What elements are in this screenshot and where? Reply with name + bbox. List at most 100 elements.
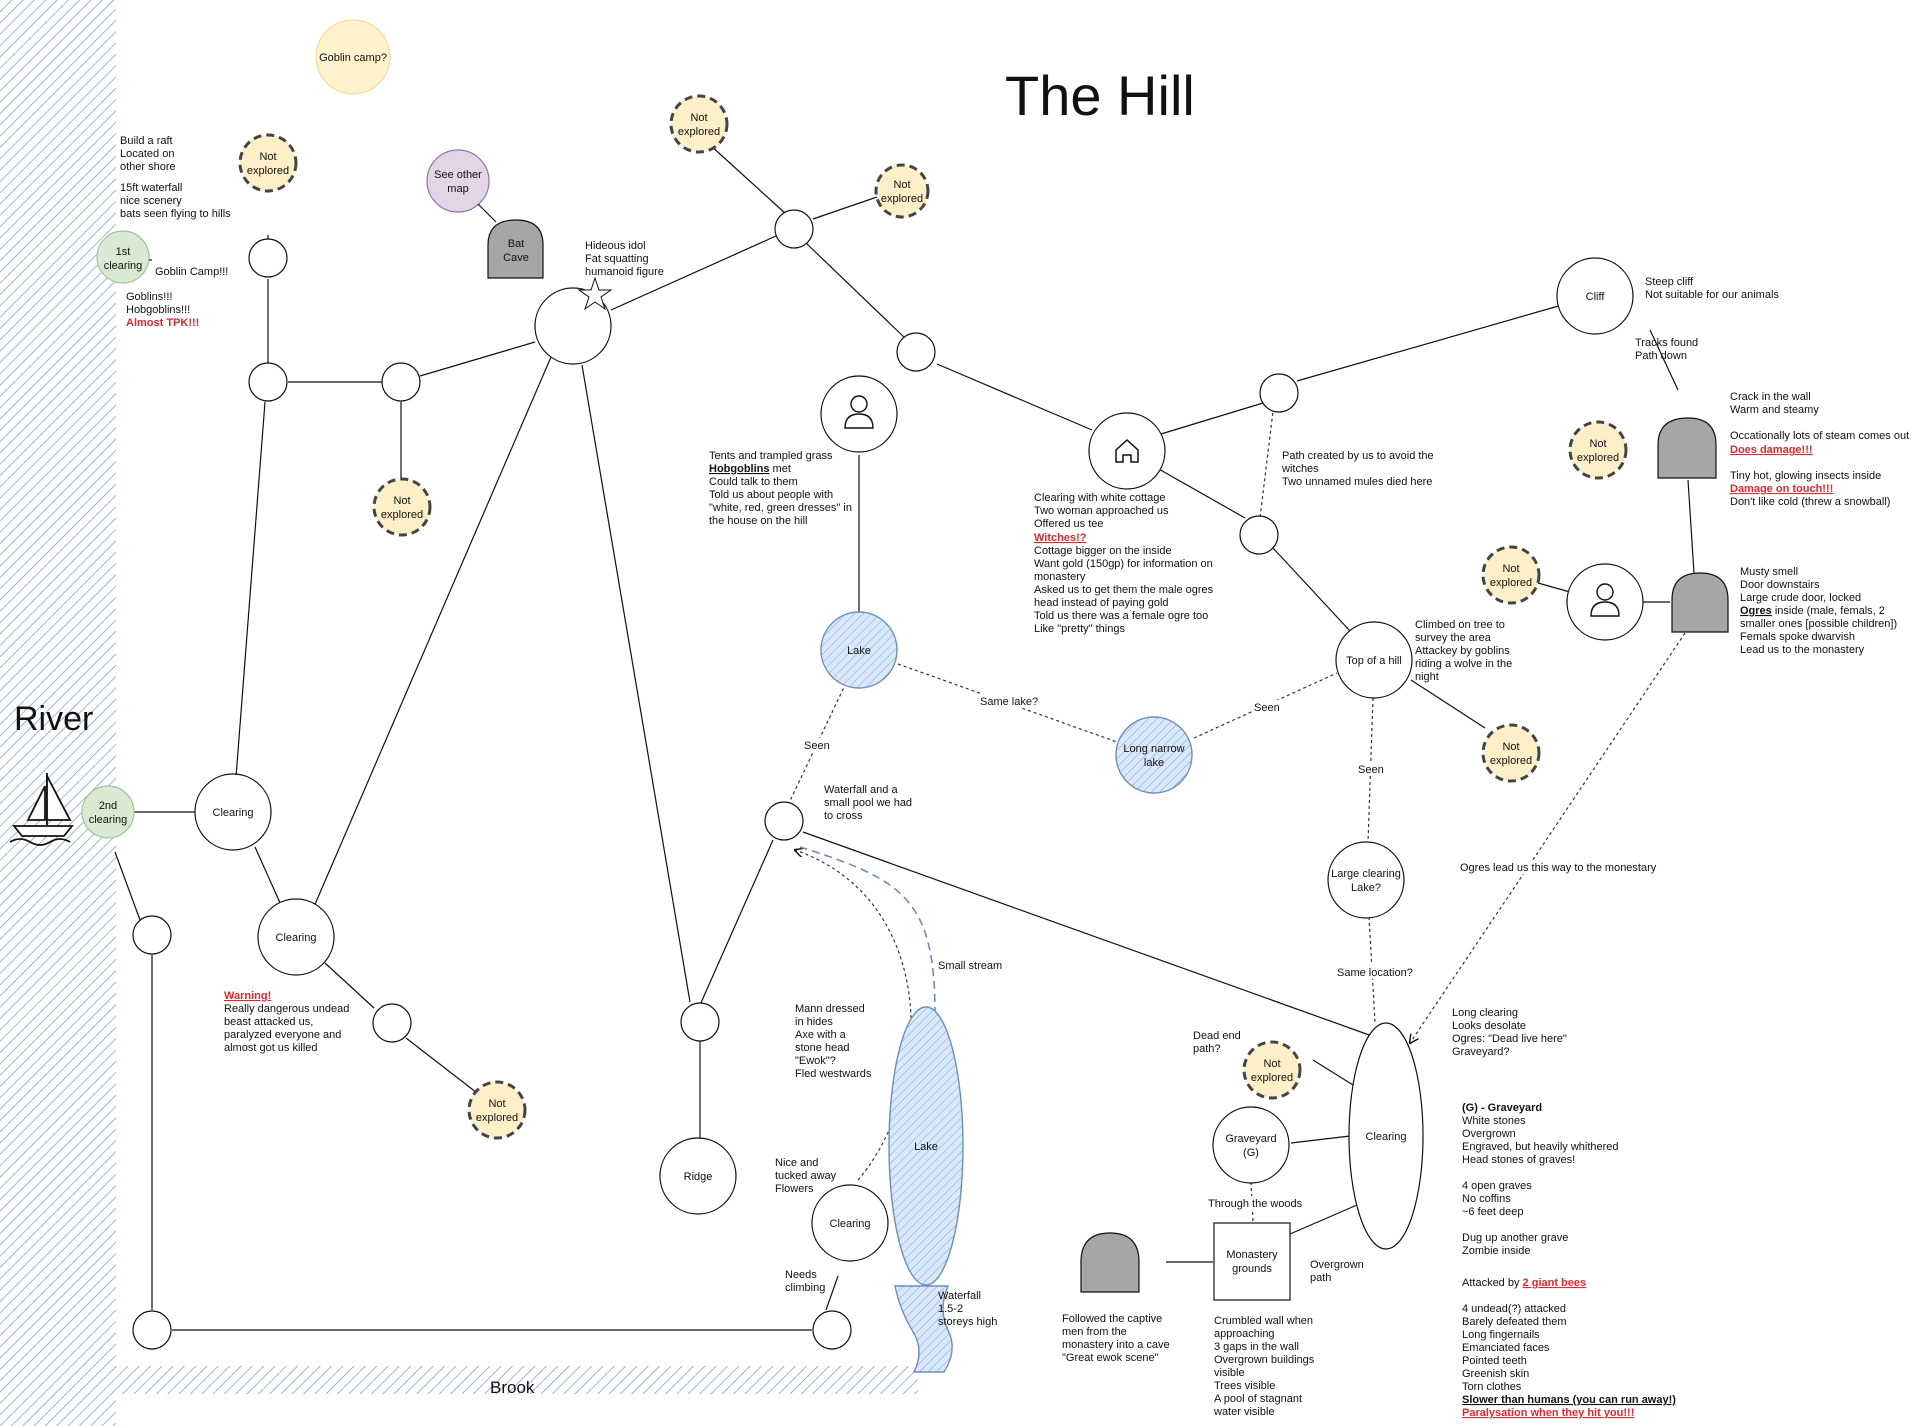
junction-node[interactable] (132, 1310, 172, 1350)
junction-node[interactable] (248, 238, 288, 278)
svg-text:Clearing: Clearing (276, 932, 317, 944)
long-clearing-node[interactable]: Clearing (1348, 1022, 1424, 1250)
long-narrow-lake-node[interactable]: Long narrow lake (1115, 716, 1193, 794)
not-explored-node[interactable]: Not explored (238, 133, 298, 193)
svg-text:Does damage!!!: Does damage!!! (1730, 444, 1813, 456)
svg-text:map: map (447, 183, 468, 195)
idol-node[interactable] (534, 276, 613, 365)
svg-text:smaller ones [possible childre: smaller ones [possible children]) Femals… (1740, 618, 1900, 656)
svg-text:Hobgoblins met: Hobgoblins met (709, 463, 791, 475)
svg-text:explored: explored (1490, 755, 1532, 767)
big-lake-node[interactable]: Lake (888, 1006, 964, 1286)
clearing-node[interactable]: Clearing (257, 898, 335, 976)
steam-cave-node[interactable] (1657, 417, 1717, 479)
junction-node[interactable] (381, 362, 421, 402)
junction-node[interactable] (812, 1310, 852, 1350)
svg-text:Monastery: Monastery (1226, 1249, 1278, 1261)
svg-text:Lake?: Lake? (1351, 882, 1381, 894)
note-goblins: Goblins!!! Hobgoblins!!! (126, 291, 190, 316)
svg-text:Cottage bigger on the inside: Cottage bigger on the inside Want gold (… (1034, 545, 1216, 635)
brook-label: Brook (490, 1378, 535, 1397)
junction-node[interactable] (764, 801, 804, 841)
note-slower: Slower than humans (you can run away!) (1462, 1394, 1676, 1406)
junction-node[interactable] (774, 209, 814, 249)
not-explored-node[interactable]: Not explored (1242, 1040, 1302, 1100)
junction-node[interactable] (896, 332, 936, 372)
second-clearing-node[interactable]: 2nd clearing (81, 785, 135, 839)
note-waterfall-storeys: Waterfall 1.5-2 storeys high (938, 1290, 997, 1328)
goblin-camp-label: Goblin camp? (319, 52, 387, 64)
not-explored-node[interactable]: Not explored (1481, 723, 1541, 783)
svg-text:Not: Not (893, 179, 910, 191)
clearing-node[interactable]: Clearing (194, 773, 272, 851)
junction-node[interactable] (132, 915, 172, 955)
goblin-camp-node[interactable] (315, 19, 391, 95)
svg-text:Graveyard: Graveyard (1225, 1133, 1276, 1145)
note-long-clearing: Long clearing Looks desolate Ogres: "Dea… (1452, 1007, 1570, 1058)
first-clearing-node[interactable]: 1st clearing (96, 230, 150, 284)
junction-node[interactable] (248, 362, 288, 402)
junction-node[interactable] (1239, 515, 1279, 555)
svg-text:Really dangerous undead: Really dangerous undead beast attacked u… (224, 1003, 352, 1054)
note-cliff: Steep cliff Not suitable for our animals (1645, 276, 1779, 301)
ogre-cave-node[interactable] (1671, 572, 1729, 633)
svg-text:Don't like cold (threw a snowb: Don't like cold (threw a snowball) (1730, 496, 1890, 508)
not-explored-node[interactable]: Not explored (372, 477, 432, 537)
graveyard-node[interactable]: Graveyard (G) (1212, 1106, 1290, 1184)
large-clearing-node[interactable]: Large clearing Lake? (1327, 841, 1405, 919)
note-waterfall-pool: Waterfall and a small pool we had to cro… (824, 784, 915, 822)
note-musty: Musty smell Door downstairs Large crude … (1740, 566, 1861, 604)
bat-cave-node[interactable]: Bat Cave (487, 219, 544, 279)
edge-label-ogres-lead: Ogres lead us this way to the monestary (1460, 862, 1657, 874)
note-warning: Warning! (224, 990, 271, 1002)
svg-text:Not: Not (259, 151, 276, 163)
svg-text:Not: Not (393, 495, 410, 507)
svg-text:Ridge: Ridge (684, 1171, 713, 1183)
person-icon (844, 395, 874, 429)
svg-text:Clearing: Clearing (830, 1218, 871, 1230)
note-tpk: Almost TPK!!! (126, 317, 199, 329)
svg-text:clearing: clearing (89, 814, 128, 826)
note-small-stream: Small stream (938, 960, 1002, 972)
note-crumbled: Crumbled wall when approaching 3 gaps in… (1213, 1315, 1317, 1418)
svg-text:explored: explored (476, 1112, 518, 1124)
edge-label-seen: Seen (1358, 764, 1384, 776)
svg-text:1st: 1st (116, 246, 131, 258)
svg-text:clearing: clearing (104, 260, 143, 272)
svg-text:Lake: Lake (914, 1141, 938, 1153)
monastery-grounds-node[interactable]: Monastery grounds (1213, 1222, 1291, 1301)
ridge-node[interactable]: Ridge (659, 1137, 737, 1215)
boat-icon (9, 773, 74, 846)
junction-node[interactable] (1259, 373, 1299, 413)
river (0, 0, 116, 1426)
top-of-hill-node[interactable]: Top of a hill (1335, 621, 1413, 699)
svg-text:Not: Not (1502, 741, 1519, 753)
svg-text:explored: explored (247, 165, 289, 177)
not-explored-node[interactable]: Not explored (467, 1080, 527, 1140)
hobgoblin-camp-node[interactable] (820, 375, 898, 453)
not-explored-node[interactable]: Not explored (1568, 420, 1628, 480)
clearing-node[interactable]: Clearing (811, 1184, 889, 1262)
cliff-node[interactable]: Cliff (1556, 257, 1634, 335)
edge-label-through-woods: Through the woods (1208, 1198, 1303, 1210)
junction-node[interactable] (680, 1002, 720, 1042)
svg-text:explored: explored (1577, 452, 1619, 464)
junction-node[interactable] (372, 1003, 412, 1043)
cottage-node[interactable] (1088, 412, 1166, 490)
ogre-person-node[interactable] (1566, 563, 1644, 641)
svg-text:Clearing: Clearing (213, 807, 254, 819)
monastery-cave-node[interactable] (1080, 1232, 1140, 1293)
svg-text:Bat: Bat (508, 238, 525, 250)
not-explored-node[interactable]: Not explored (669, 94, 729, 154)
svg-text:Not: Not (488, 1098, 505, 1110)
not-explored-node[interactable]: Not explored (1481, 545, 1541, 605)
edge-label-seen: Seen (804, 740, 830, 752)
lake-node[interactable]: Lake (820, 611, 898, 689)
note-goblin-camp: Goblin Camp!!! (155, 266, 228, 278)
not-explored-node[interactable]: Not explored (874, 163, 930, 219)
person-icon (1590, 583, 1620, 617)
see-other-map-node[interactable]: See other map (426, 149, 490, 213)
svg-text:explored: explored (678, 126, 720, 138)
note-tents: Tents and trampled grass (709, 450, 833, 462)
note-mann: Mann dressed in hides Axe with a stone h… (795, 1003, 872, 1080)
